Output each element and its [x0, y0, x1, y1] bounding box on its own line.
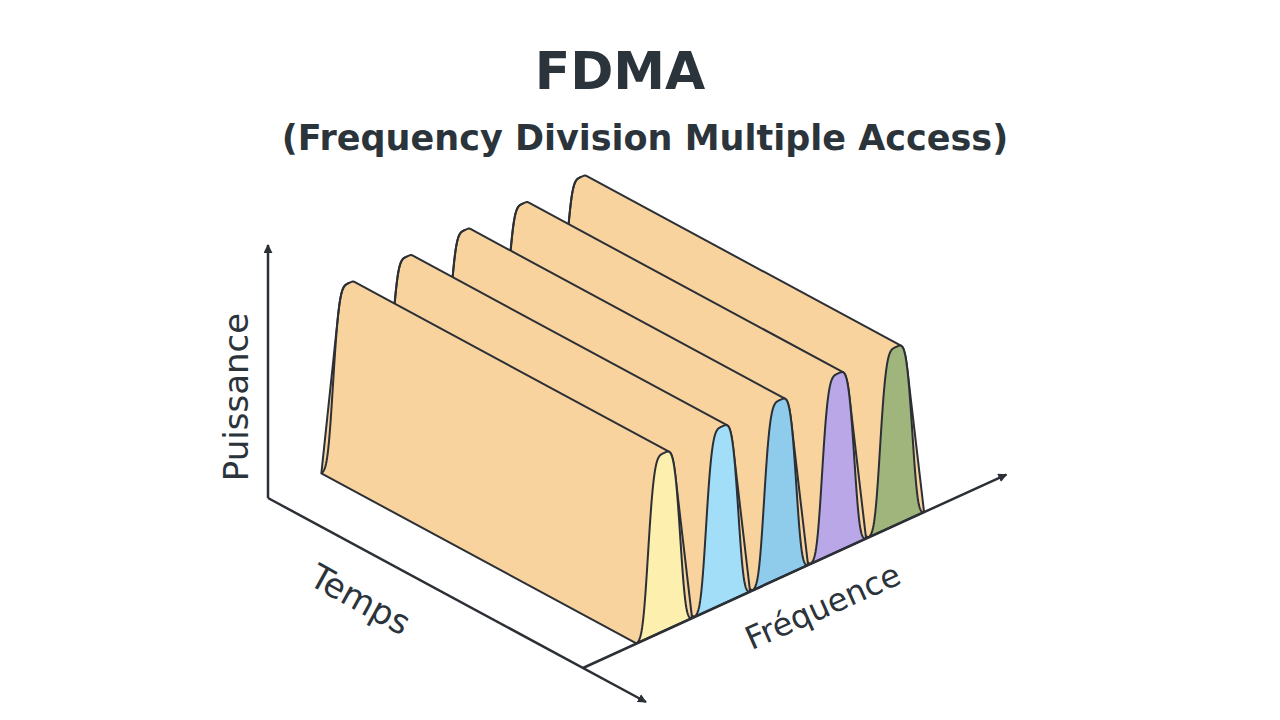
- band-profile: [636, 452, 692, 644]
- subtitle: (Frequency Division Multiple Access): [282, 119, 1008, 158]
- frequency-bands: [321, 176, 924, 644]
- time-axis: [268, 498, 646, 702]
- title: FDMA: [535, 43, 706, 100]
- power-axis: [267, 245, 270, 498]
- band-profile: [868, 346, 924, 538]
- axis-label: Puissance: [218, 313, 255, 481]
- band-edge: [321, 283, 349, 473]
- axes: [268, 245, 1006, 702]
- band-profile: [810, 372, 866, 564]
- band-profile: [752, 399, 808, 591]
- band-profile: [694, 425, 750, 617]
- frequency-axis: [583, 475, 1006, 668]
